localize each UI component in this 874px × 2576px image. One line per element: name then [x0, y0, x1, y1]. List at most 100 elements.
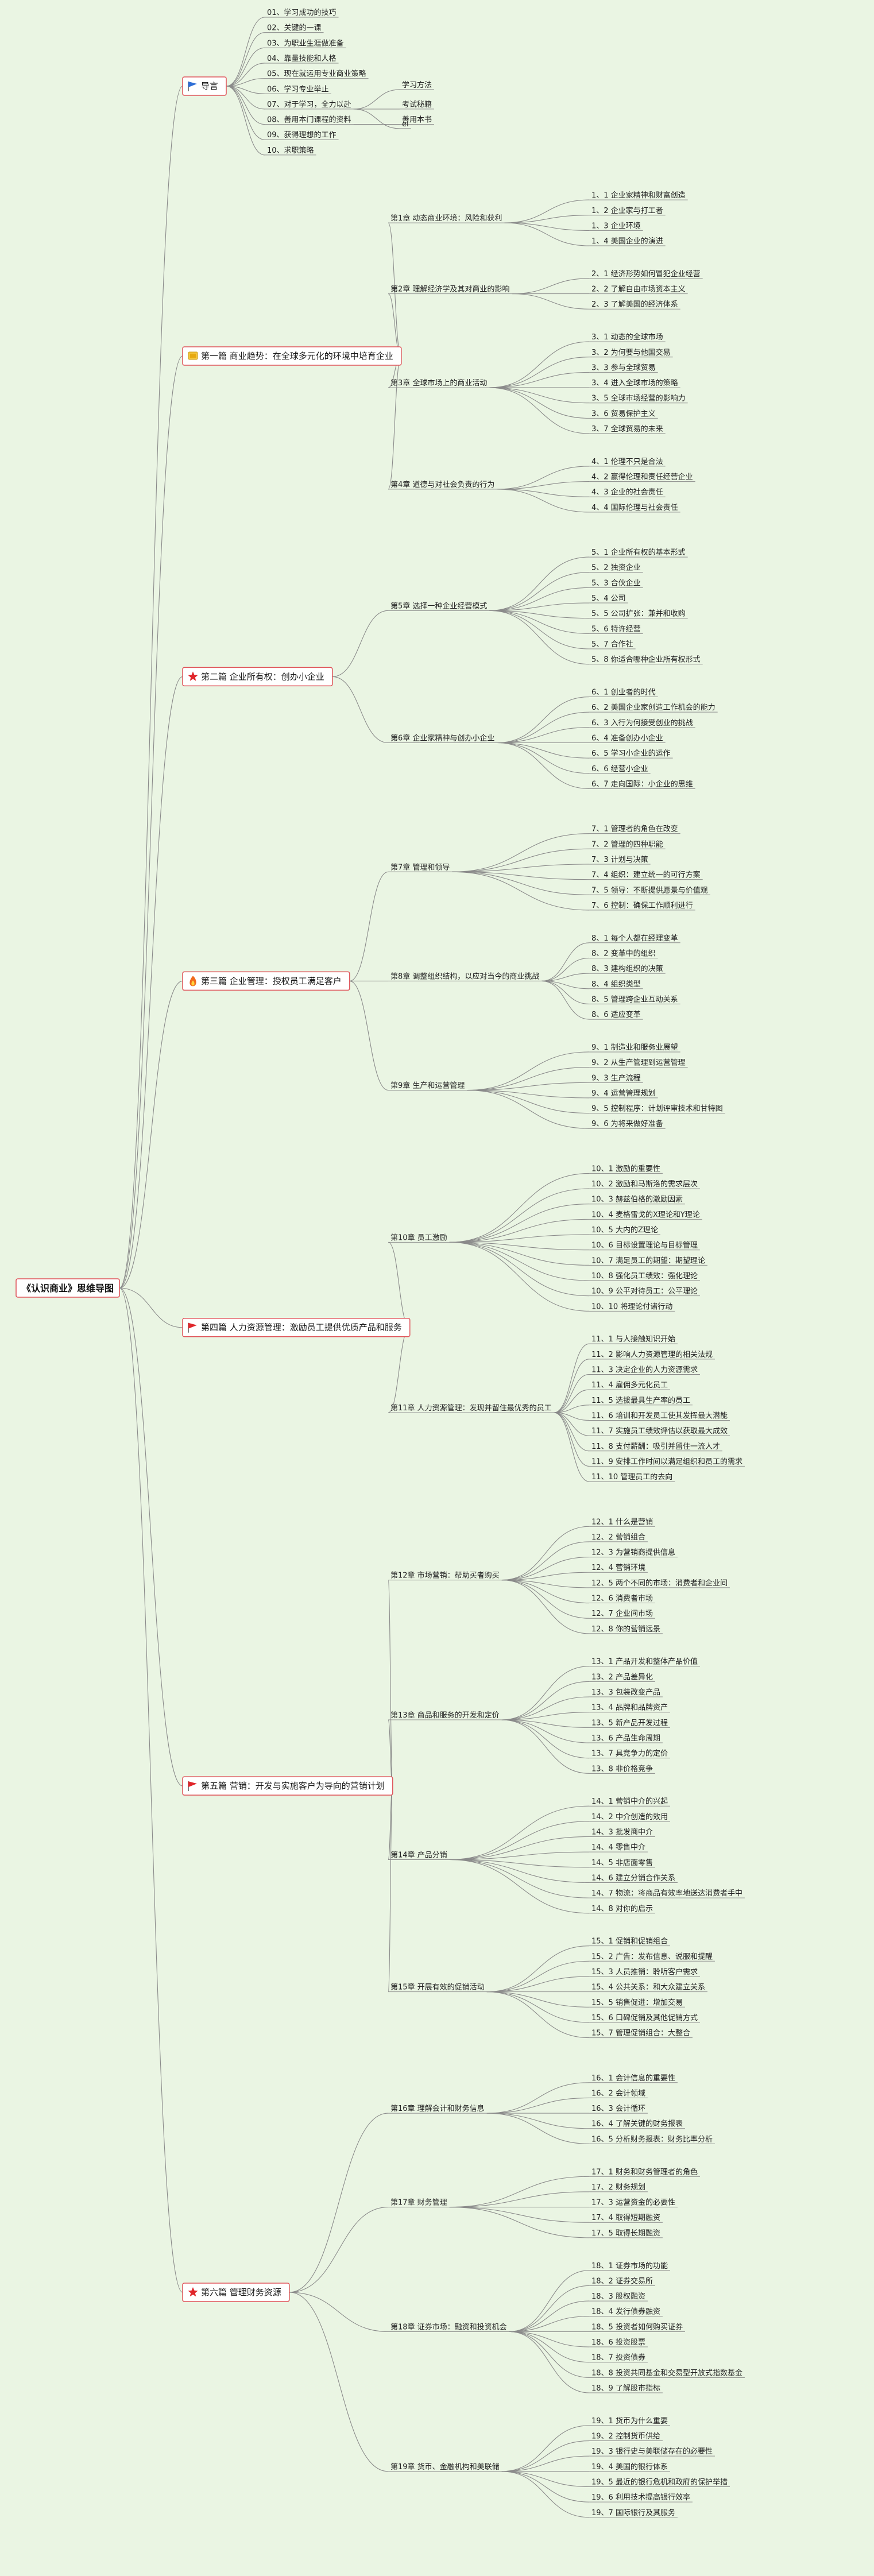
leaf-item: 6、2 美国企业家创造工作机会的能力: [591, 703, 716, 712]
leaf-item: 12、6 消费者市场: [591, 1594, 653, 1603]
connector: [449, 1859, 590, 1898]
connector: [501, 2425, 590, 2472]
connector: [512, 278, 590, 295]
leaf-item: 11、7 实施员工绩效评估以获取最大成效: [591, 1427, 728, 1436]
part-node-0: 导言: [182, 76, 227, 96]
leaf-item: 07、对于学习，全力以赴: [267, 100, 351, 109]
leaf-item: 13、1 产品开发和整体产品价值: [591, 1657, 698, 1666]
connector: [449, 1851, 590, 1861]
chapter-node: 第4章 道德与对社会负责的行为: [390, 480, 494, 489]
leaf-item: 3、3 参与全球贸易: [591, 363, 656, 372]
connector: [501, 1719, 590, 1728]
chapter-node: 第10章 员工激励: [390, 1233, 447, 1242]
leaf-item: 16、2 会计领域: [591, 2089, 645, 2098]
chapter-node: 第16章 理解会计和财务信息: [390, 2104, 485, 2113]
connector: [452, 871, 590, 911]
flag-red-icon: [188, 1781, 197, 1792]
connector: [486, 2097, 590, 2114]
leaf-item: 5、2 独资企业: [591, 563, 641, 573]
connector: [449, 1241, 590, 1266]
leaf-item: 4、3 企业的社会责任: [591, 488, 663, 497]
sub-item: 学习方法: [402, 80, 432, 90]
connector: [489, 610, 590, 619]
connector: [449, 1836, 590, 1861]
leaf-item: 14、5 非店面零售: [591, 1858, 653, 1867]
leaf-item: 16、1 会计信息的重要性: [591, 2074, 675, 2083]
leaf-item: 4、4 国际伦理与社会责任: [591, 503, 678, 512]
connector: [489, 341, 590, 388]
connector: [449, 1219, 590, 1243]
leaf-item: 12、4 营销环境: [591, 1564, 645, 1572]
leaf-item: 14、3 批发商中介: [591, 1828, 653, 1837]
connector: [497, 481, 590, 490]
leaf-item: 2、2 了解自由市场资本主义: [591, 285, 686, 294]
leaf-item: 7、3 计划与决策: [591, 855, 648, 864]
chapter-node: 第2章 理解经济学及其对商业的影响: [390, 285, 509, 294]
leaf-item: 11、1 与人接触知识开始: [591, 1335, 675, 1344]
leaf-item: 15、2 广告：发布信息、说服和提醒: [591, 1952, 713, 1961]
money-icon: [188, 351, 198, 360]
leaf-item: 17、4 取得短期融资: [591, 2213, 660, 2222]
connector: [497, 742, 590, 759]
chapter-node: 第8章 调整组织结构，以应对当今的商业挑战: [390, 972, 539, 981]
connector: [501, 1580, 590, 1604]
connector: [504, 215, 590, 223]
leaf-item: 13、2 产品差异化: [591, 1673, 653, 1681]
connector: [289, 2292, 389, 2472]
connector: [449, 1859, 590, 1883]
leaf-item: 18、4 发行债券融资: [591, 2307, 660, 2316]
leaf-item: 11、5 选拔最具生产率的员工: [591, 1396, 690, 1405]
leaf-item: 10、7 满足员工的期望：期望理论: [591, 1256, 705, 1265]
connector: [226, 32, 265, 87]
leaf-item: 12、5 两个不同的市场：消费者和企业间: [591, 1579, 728, 1588]
leaf-item: 10、2 激励和马斯洛的需求层次: [591, 1179, 698, 1189]
sub-item: el: [402, 120, 409, 129]
star-icon: [188, 2287, 198, 2297]
leaf-item: 18、6 投资股票: [591, 2338, 645, 2347]
connector: [449, 1173, 590, 1243]
connector: [501, 1681, 590, 1720]
sub-item: 考试秘籍: [402, 100, 432, 109]
connector: [449, 1204, 590, 1243]
leaf-item: 14、1 营销中介的兴起: [591, 1797, 668, 1806]
connector: [554, 1412, 590, 1482]
leaf-item: 01、学习成功的技巧: [267, 8, 337, 17]
connector: [501, 1572, 590, 1581]
connector: [501, 1557, 590, 1581]
part-label: 第六篇 管理财务资源: [201, 2287, 281, 2297]
connector: [289, 2113, 389, 2293]
leaf-item: 06、学习专业举止: [267, 84, 329, 94]
connector: [332, 676, 389, 744]
connector: [119, 1287, 183, 1328]
leaf-item: 15、5 销售促进：增加交易: [591, 1998, 683, 2007]
leaf-item: 11、8 支付薪酬：吸引并留住一流人才: [591, 1442, 720, 1451]
chapter-node: 第12章 市场营销：帮助买者购买: [390, 1571, 500, 1580]
connector: [497, 711, 590, 744]
connector: [467, 1082, 590, 1091]
leaf-item: 7、1 管理者的角色在改变: [591, 825, 678, 834]
connector: [226, 17, 265, 87]
leaf-item: 12、8 你的营销远景: [591, 1624, 660, 1634]
connector: [501, 2471, 590, 2502]
leaf-item: 1、2 企业家与打工者: [591, 206, 663, 215]
connector: [554, 1412, 590, 1436]
part-node-3: 第三篇 企业管理：授权员工满足客户: [182, 971, 350, 991]
connector: [497, 742, 590, 790]
leaf-item: 5、4 公司: [591, 594, 626, 603]
connector: [501, 1580, 590, 1634]
connector: [501, 2471, 590, 2518]
chapter-node: 第17章 财务管理: [390, 2198, 447, 2207]
connector: [501, 1541, 590, 1581]
connector: [554, 1389, 590, 1413]
connector: [554, 1412, 590, 1421]
chapter-node: 第15章 开展有效的促销活动: [390, 1983, 485, 1992]
connector: [497, 489, 590, 497]
leaf-item: 19、3 银行史与美联储存在的必要性: [591, 2447, 713, 2456]
leaf-item: 7、4 组织：建立统一的可行方案: [591, 871, 701, 880]
leaf-item: 11、9 安排工作时间以满足组织和员工的需求: [591, 1457, 742, 1466]
leaf-item: 11、10 管理员工的去向: [591, 1472, 672, 1482]
leaf-item: 5、1 企业所有权的基本形式: [591, 548, 686, 557]
connector: [501, 1580, 590, 1588]
leaf-item: 5、8 你适合哪种企业所有权形式: [591, 655, 701, 664]
leaf-item: 12、3 为营销商提供信息: [591, 1548, 675, 1557]
